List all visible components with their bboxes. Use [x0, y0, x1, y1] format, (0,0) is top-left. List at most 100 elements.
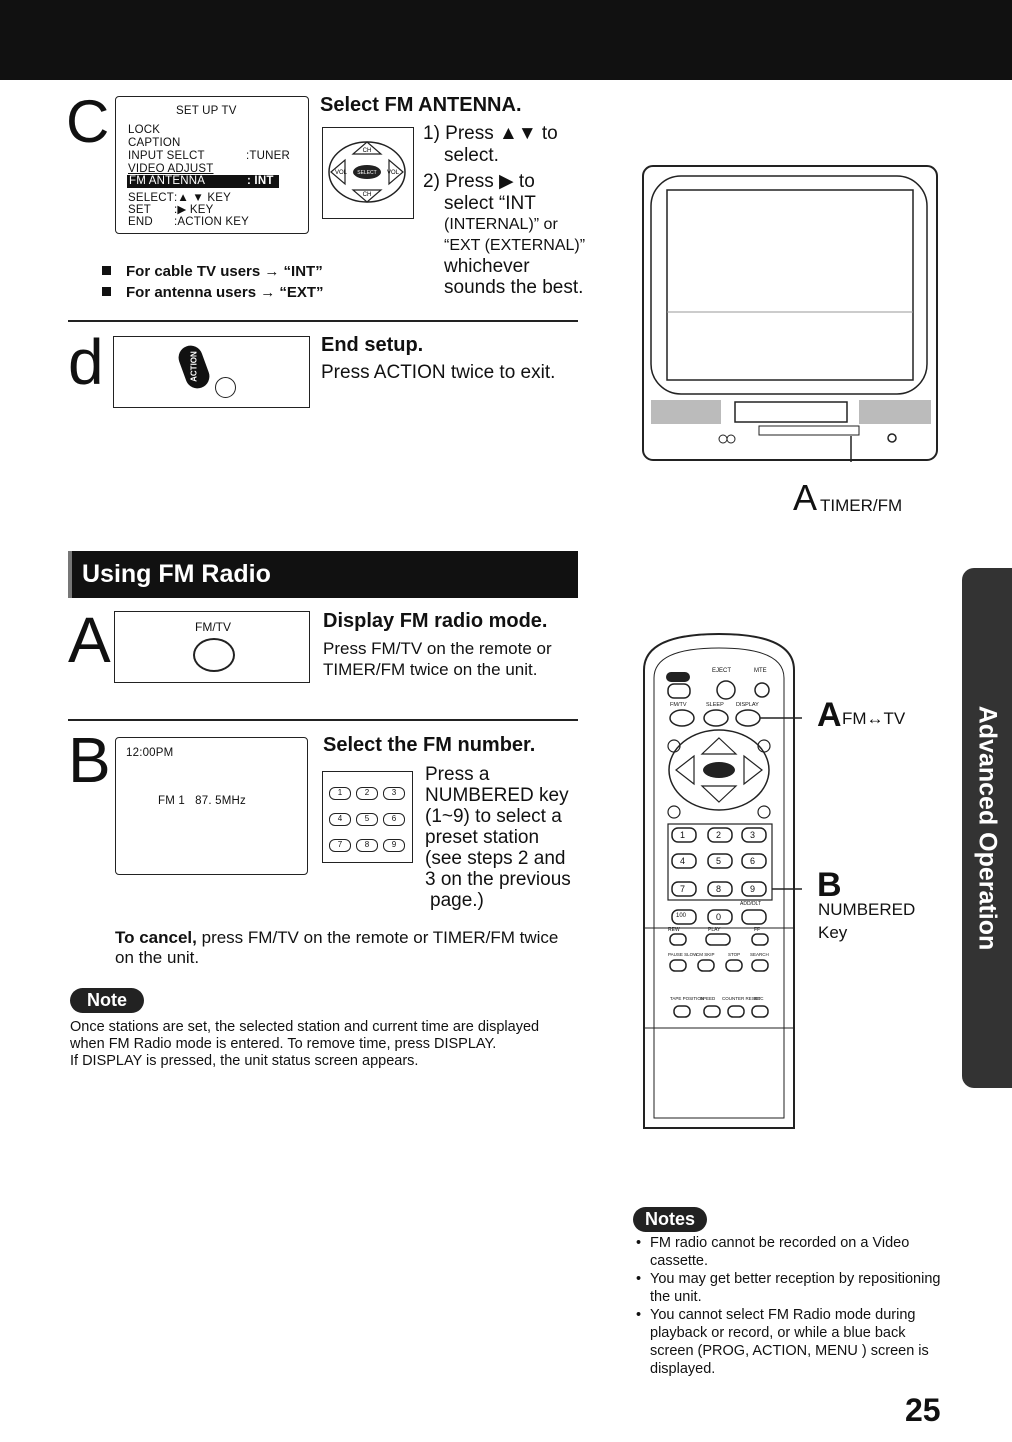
notes-list: FM radio cannot be recorded on a Video c…	[632, 1234, 948, 1378]
keypad-key-8: 8	[356, 839, 378, 852]
keypad-key-2: 2	[356, 787, 378, 800]
remote-pause-label: PAUSE SLOW	[668, 952, 698, 957]
tv-icon	[642, 165, 938, 492]
button-circle-icon	[215, 377, 236, 398]
remote-key-0: 0	[716, 912, 722, 922]
step-d-letter: d	[68, 326, 104, 398]
key-select-label: SELECT	[128, 192, 174, 204]
keypad-key-9: 9	[383, 839, 405, 852]
remote-callout-a-label: FM↔TV	[842, 709, 906, 728]
menu-item-caption: CAPTION	[128, 137, 181, 149]
divider	[68, 320, 578, 322]
bullet-antenna-users: For antenna users → “EXT”	[126, 284, 324, 301]
remote-sleep-label: SLEEP	[706, 702, 724, 708]
page-number: 25	[905, 1392, 941, 1428]
step-b-body-2: NUMBERED key	[425, 785, 569, 806]
step-c-instruction-1: 1) Press ▲▼ to	[423, 123, 558, 144]
notes-item: You may get better reception by repositi…	[632, 1270, 948, 1306]
divider	[68, 719, 578, 721]
key-end-label: END	[128, 216, 153, 228]
setup-menu-title: SET UP TV	[176, 105, 237, 117]
cancel-line-1: To cancel, press FM/TV on the remote or …	[115, 928, 558, 948]
pad-vol-left: VOL	[335, 170, 348, 176]
remote-key-7: 7	[680, 884, 686, 894]
action-button-label: ACTION	[189, 351, 199, 382]
pad-center: SELECT	[357, 170, 376, 176]
setup-menu-screen: SET UP TV LOCK CAPTION INPUT SELCT :TUNE…	[115, 96, 309, 234]
fmtv-button-icon	[193, 638, 235, 672]
tv-callout-letter: A	[793, 477, 818, 518]
tv-callout-label: TIMER/FM	[820, 496, 903, 515]
remote-mte-label: MTE	[754, 668, 767, 674]
keypad-key-5: 5	[356, 813, 378, 826]
keypad-key-6: 6	[383, 813, 405, 826]
step-b-body-7: page.)	[430, 890, 484, 911]
key-end-value: :ACTION KEY	[174, 216, 250, 228]
step-c-instruction-1b: select.	[444, 145, 499, 166]
key-set-value: :▶ KEY	[174, 204, 214, 216]
remote-key-4: 4	[680, 856, 686, 866]
direction-pad-icon: CH CH VOL VOL SELECT	[328, 141, 406, 203]
remote-play-label: PLAY	[708, 927, 721, 933]
remote-key-2: 2	[716, 830, 722, 840]
pad-vol-right: VOL	[387, 170, 400, 176]
step-c-instruction-2d: “EXT (EXTERNAL)”	[444, 237, 586, 254]
remote-search-label: SEARCH	[750, 952, 769, 957]
direction-pad-illustration: CH CH VOL VOL SELECT	[322, 127, 414, 219]
remote-callout-b-label-2: Key	[818, 923, 848, 942]
pad-ch-top: CH	[363, 148, 372, 154]
section-title: Using FM Radio	[82, 560, 271, 588]
notes-badge: Notes	[633, 1207, 707, 1232]
action-button-icon: ACTION	[175, 342, 213, 392]
note-badge: Note	[70, 988, 144, 1013]
remote-key-8: 8	[716, 884, 722, 894]
step-a-letter: A	[68, 604, 111, 676]
menu-item-fm-antenna-highlight: FM ANTENNA : INT	[127, 175, 279, 188]
step-b-letter: B	[68, 724, 111, 796]
step-d-body: Press ACTION twice to exit.	[321, 362, 556, 383]
step-c-instruction-2b: select “INT	[444, 193, 536, 214]
remote-speed-label: SPEED	[700, 996, 716, 1001]
fmtv-button-illustration: FM/TV	[114, 611, 310, 683]
step-b-body-4: preset station	[425, 827, 540, 848]
note-text: Once stations are set, the selected stat…	[70, 1019, 539, 1070]
side-tab: Advanced Operation	[962, 568, 1012, 1088]
remote-callout-a-letter: A	[817, 696, 842, 734]
remote-counter-reset-label: COUNTER RESET	[722, 996, 761, 1001]
step-a-body-2: TIMER/FM twice on the unit.	[323, 660, 538, 679]
fm-screen-time: 12:00PM	[126, 747, 174, 759]
remote-add-dlt-label: ADD/DLT	[740, 901, 762, 907]
remote-key-6: 6	[750, 856, 756, 866]
step-a-heading: Display FM radio mode.	[323, 610, 548, 632]
remote-key-100: 100	[676, 913, 687, 919]
key-select-value: :▲ ▼ KEY	[174, 192, 231, 204]
menu-item-fm-antenna-value: : INT	[247, 175, 274, 187]
remote-control-icon	[643, 632, 818, 1129]
remote-rew-label: REW	[668, 927, 680, 933]
menu-item-fm-antenna: FM ANTENNA	[129, 175, 206, 187]
step-b-body-1: Press a	[425, 764, 490, 785]
fm-screen-station: FM 1 87. 5MHz	[158, 795, 246, 807]
remote-callout-b-letter: B	[817, 866, 842, 904]
step-a-body-1: Press FM/TV on the remote or	[323, 639, 552, 658]
fm-radio-screen: 12:00PM FM 1 87. 5MHz	[115, 737, 308, 875]
notes-item: FM radio cannot be recorded on a Video c…	[632, 1234, 948, 1270]
key-set-label: SET	[128, 204, 151, 216]
remote-stop-label: STOP	[728, 952, 741, 957]
remote-tape-position-label: TAPE POSITION	[670, 996, 705, 1001]
section-title-bar: Using FM Radio	[68, 551, 578, 598]
step-c-heading: Select FM ANTENNA.	[320, 94, 522, 116]
action-button-illustration: ACTION	[113, 336, 310, 408]
notes-item: You cannot select FM Radio mode during p…	[632, 1306, 948, 1378]
note-line-1: Once stations are set, the selected stat…	[70, 1019, 540, 1035]
menu-item-video-adjust: VIDEO ADJUST	[128, 163, 214, 175]
cancel-bold: To cancel,	[115, 928, 197, 947]
remote-callout-b-label-1: NUMBERED	[818, 900, 916, 919]
remote-cmskip-label: CM SKIP	[696, 952, 715, 957]
keypad-key-3: 3	[383, 787, 405, 800]
pad-ch-bottom: CH	[363, 192, 372, 198]
cancel-text-1: press FM/TV on the remote or TIMER/FM tw…	[196, 928, 559, 947]
